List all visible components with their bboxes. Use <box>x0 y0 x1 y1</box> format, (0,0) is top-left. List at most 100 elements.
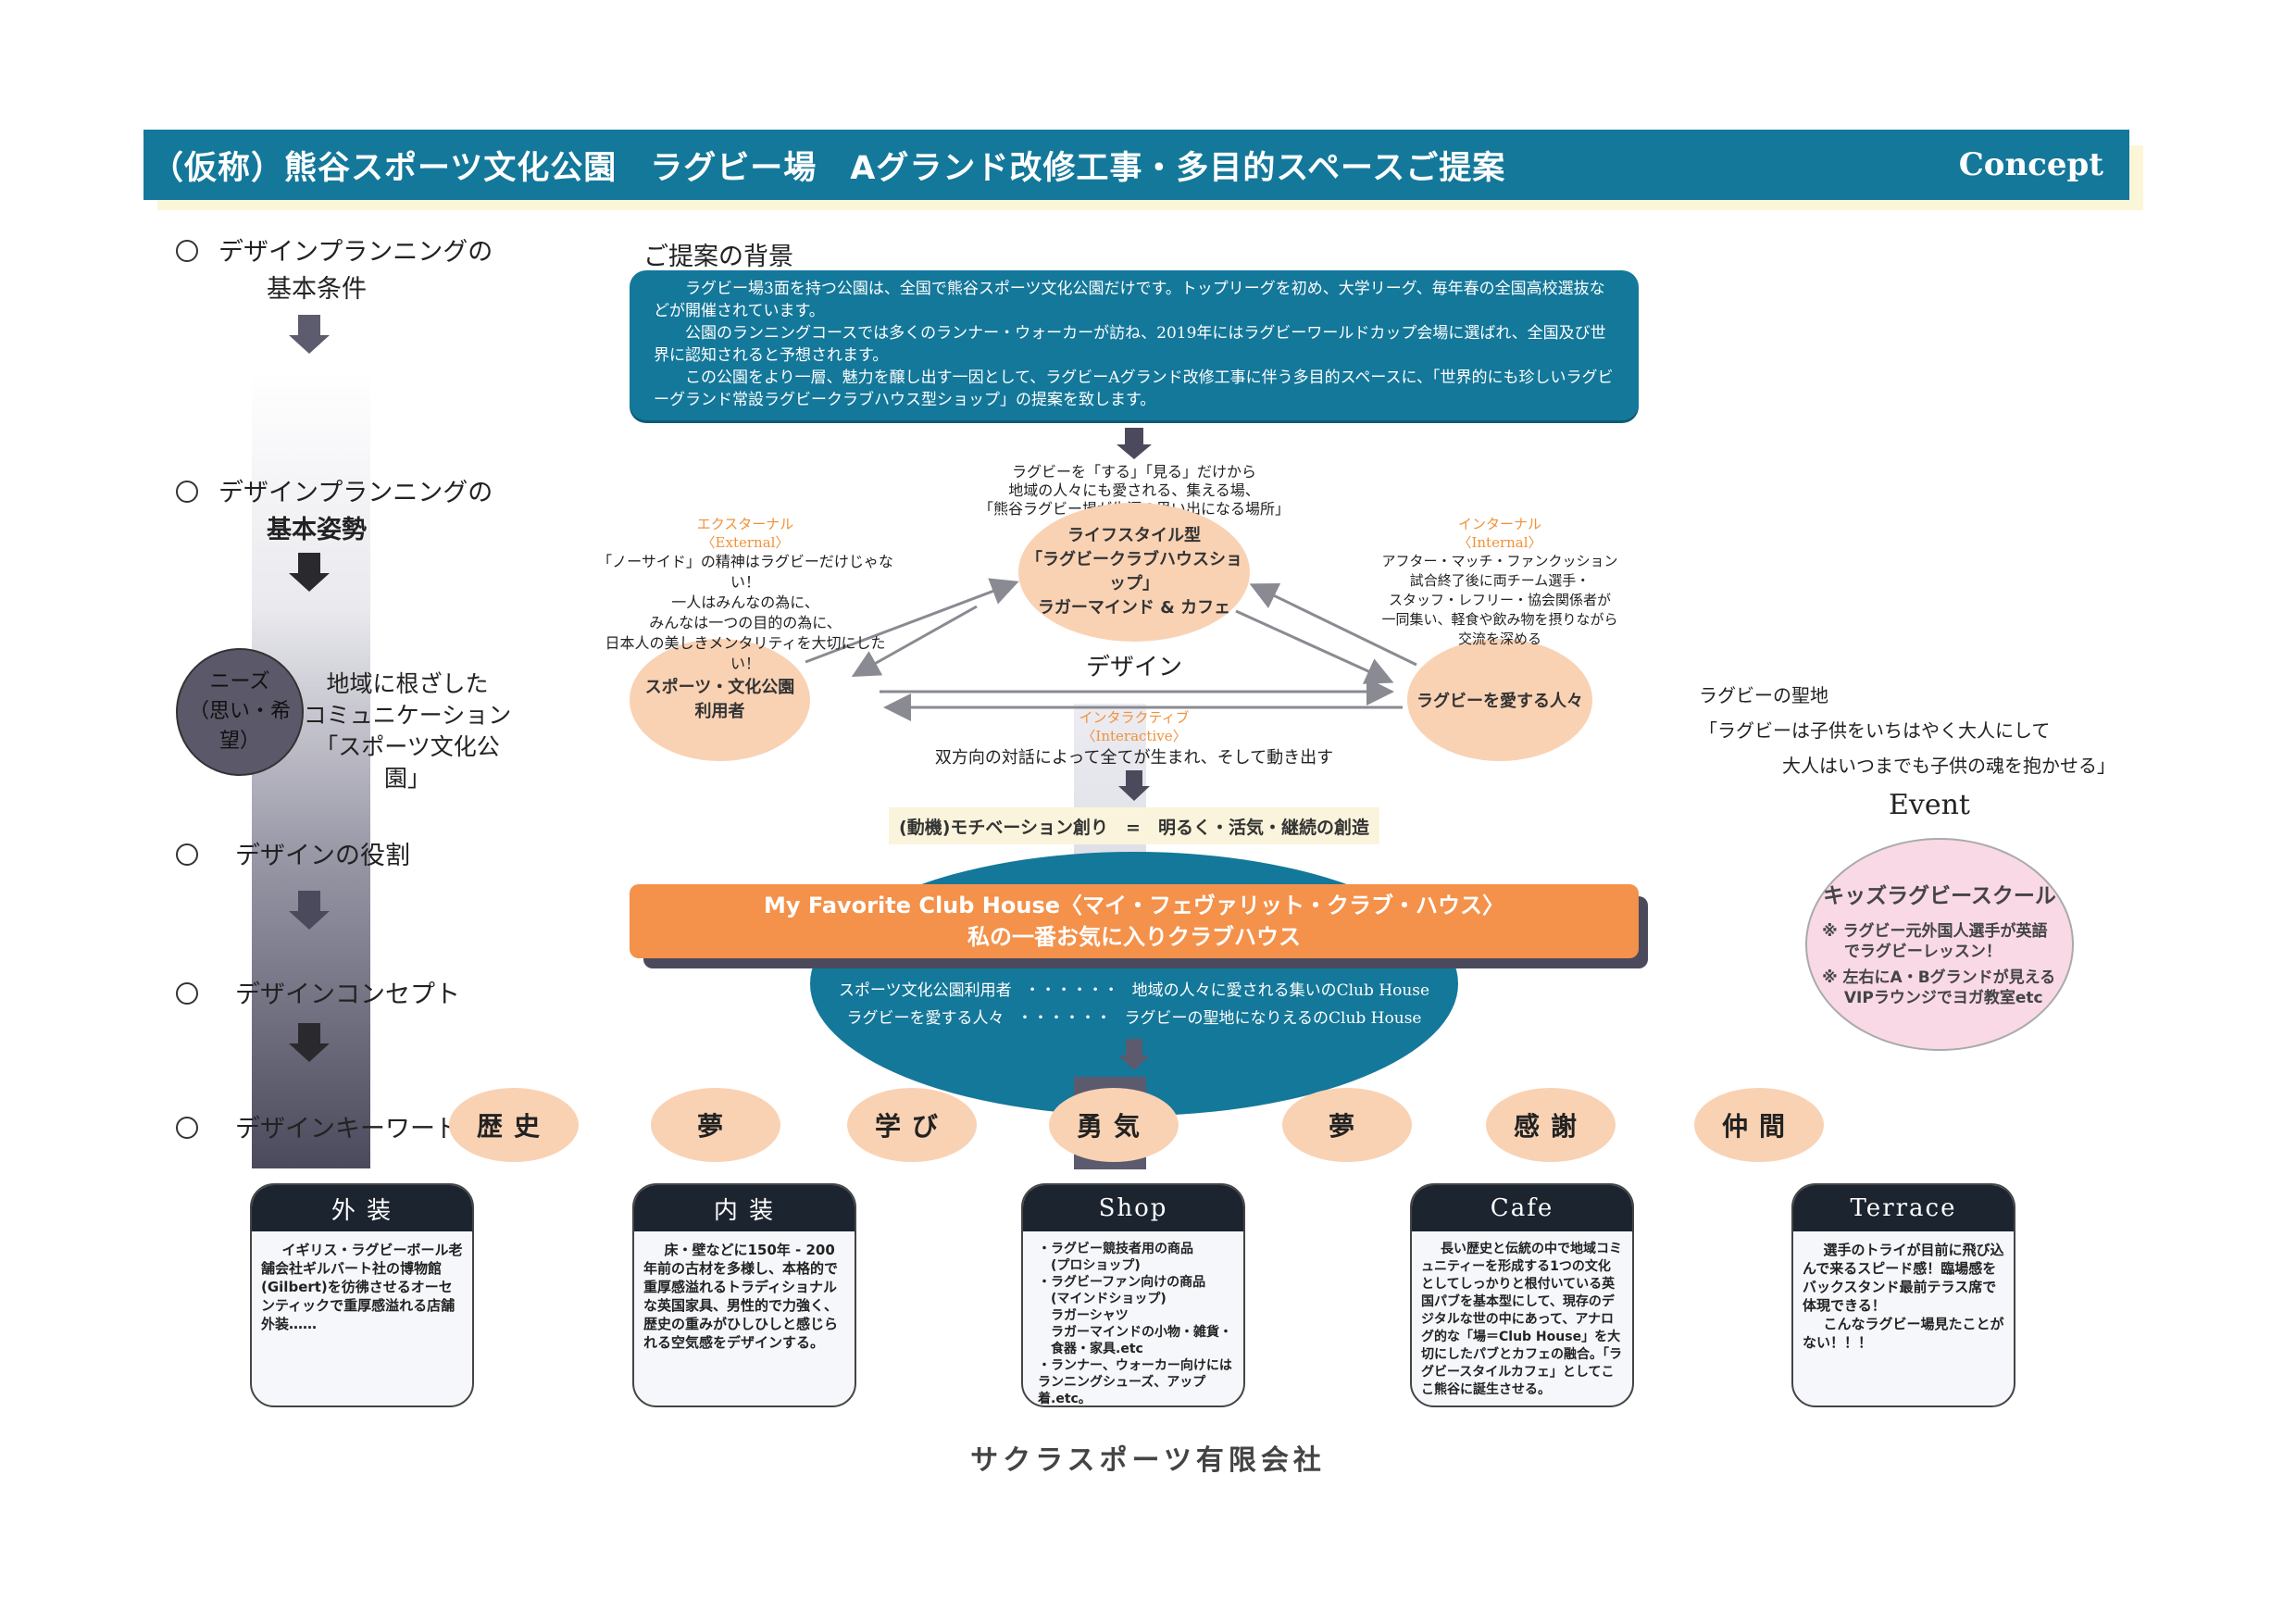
event-label: Event <box>1889 789 1970 821</box>
card-body: イギリス・ラグビーボール老舗会社ギルバート社の博物館(Gilbert)を彷彿させ… <box>252 1231 472 1343</box>
card-text: 選手のトライが目前に飛び込んで来るスピード感！臨場感をバックスタンド最前テラス席… <box>1803 1242 2004 1314</box>
background-paragraph: この公園をより一層、魅力を醸し出す一因として、ラグビーAグランド改修工事に伴う多… <box>654 369 1614 409</box>
intro-line: ラグビーを「する」「見る」だけから <box>1011 463 1256 481</box>
card-body: 長い歴史と伝統の中で地域コミュニティーを形成する1つの文化としてしっかりと根付い… <box>1412 1231 1632 1405</box>
right-node-label: ラグビーを愛する人々 <box>1416 692 1583 711</box>
card-list-item: ランニングシューズ、アップ着.etc。 <box>1038 1375 1206 1406</box>
card-body: 選手のトライが目前に飛び込んで来るスピード感！臨場感をバックスタンド最前テラス席… <box>1793 1231 2014 1361</box>
concept-band: My Favorite Club House〈マイ・フェヴァリット・クラブ・ハウ… <box>630 884 1639 958</box>
internal-title: インターナル <box>1457 516 1541 532</box>
motivation-box: (動機)モチベーション創り = 明るく・活気・継続の創造 <box>889 807 1379 844</box>
keyword-courage: 勇気 <box>1049 1088 1179 1162</box>
event-note: ※ ラグビー元外国人選手が英語でラグビーレッスン！ <box>1822 922 2048 961</box>
left-item-1-line2: 基本条件 <box>267 275 367 304</box>
card-text: こんなラグビー場見たことがない！！！ <box>1803 1316 2004 1351</box>
down-arrow-icon <box>1116 428 1153 461</box>
event-name: キッズラグビースクール <box>1823 884 2056 908</box>
card-list-item: (プロショップ) <box>1038 1258 1141 1273</box>
card-cafe: Cafe 長い歴史と伝統の中で地域コミュニティーを形成する1つの文化としてしっか… <box>1410 1183 1634 1407</box>
card-text: 長い歴史と伝統の中で地域コミュニティーを形成する1つの文化としてしっかりと根付い… <box>1421 1242 1622 1397</box>
left-item-2-line1: デザインプランニングの <box>218 479 493 507</box>
concept-title-ja: 私の一番お気に入りクラブハウス <box>967 924 1301 950</box>
left-item-5: デザインキーワード <box>176 1108 460 1144</box>
community-line-3: 「スポーツ文化公園」 <box>315 733 500 792</box>
card-list-item: ・ランナー、ウォーカー向けには <box>1038 1358 1232 1373</box>
center-node-line: 「ラグビークラブハウスショップ」 <box>1026 550 1242 593</box>
concept-detail-who: スポーツ文化公園利用者 <box>838 981 1012 1000</box>
interactive-title-en: 〈Interactive〉 <box>1081 728 1187 744</box>
card-title: Shop <box>1023 1185 1243 1231</box>
external-line: 「ノーサイド」の精神はラグビーだけじゃない！ <box>597 553 893 591</box>
circle-bullet-icon <box>176 1117 198 1139</box>
left-item-2-line2: 基本姿勢 <box>267 516 367 544</box>
card-title: Terrace <box>1793 1185 2014 1231</box>
event-bubble: キッズラグビースクール ※ ラグビー元外国人選手が英語でラグビーレッスン！ ※ … <box>1805 838 2074 1051</box>
arrow-center-to-left <box>851 605 978 677</box>
circle-bullet-icon <box>176 240 198 262</box>
concept-detail-what: ラグビーの聖地になりえるのClub House <box>1124 1009 1422 1028</box>
left-node-line: スポーツ・文化公園 <box>644 678 795 697</box>
card-title: 外 装 <box>252 1185 472 1231</box>
center-node-line: ラガーマインド & カフェ <box>1037 598 1231 618</box>
interactive-description: 双方向の対話によって全てが生まれ、そして動き出す <box>934 748 1334 768</box>
center-node: ライフスタイル型 「ラグビークラブハウスショップ」 ラガーマインド & カフェ <box>1018 503 1250 642</box>
background-paragraph: ラグビー場3面を持つ公園は、全国で熊谷スポーツ文化公園だけです。トップリーグを初… <box>654 280 1605 320</box>
down-arrow-icon <box>1117 1039 1151 1072</box>
rugby-sanctuary-text: ラグビーの聖地 「ラグビーは子供をいちはやく大人にして 大人はいつまでも子供の魂… <box>1699 678 2115 783</box>
card-exterior: 外 装 イギリス・ラグビーボール老舗会社ギルバート社の博物館(Gilbert)を… <box>250 1183 474 1407</box>
card-terrace: Terrace 選手のトライが目前に飛び込んで来るスピード感！臨場感をバックスタ… <box>1791 1183 2015 1407</box>
concept-details: スポーツ文化公園利用者・・・・・・地域の人々に愛される集いのClub House… <box>810 977 1458 1032</box>
keyword-friends: 仲間 <box>1694 1088 1824 1162</box>
card-list-item: ラガーマインドの小物・雑貨・ <box>1038 1325 1232 1340</box>
down-arrow-icon <box>1117 770 1151 802</box>
background-box: ラグビー場3面を持つ公園は、全国で熊谷スポーツ文化公園だけです。トップリーグを初… <box>630 270 1639 420</box>
circle-bullet-icon <box>176 481 198 503</box>
concept-detail-dots: ・・・・・・ <box>1017 1009 1112 1028</box>
card-shop: Shop ・ラグビー競技者用の商品 (プロショップ) ・ラグビーファン向けの商品… <box>1021 1183 1245 1407</box>
card-list-item: (マインドショップ) <box>1038 1292 1167 1306</box>
card-list-item: 食器・家具.etc <box>1038 1342 1143 1356</box>
interactive-title: インタラクティブ <box>1079 709 1190 726</box>
rugby-lovers-node: ラグビーを愛する人々 <box>1407 639 1592 761</box>
sanctuary-quote-1: 「ラグビーは子供をいちはやく大人にして <box>1699 719 2051 742</box>
needs-label: ニーズ <box>209 670 270 693</box>
needs-sublabel: （思い・希望） <box>188 700 291 753</box>
left-item-4: デザインコンセプト <box>176 974 460 1010</box>
card-text: 床・壁などに150年 - 200年前の古材を多様し、本格的で重厚感溢れるトラディ… <box>643 1242 839 1351</box>
card-body: ・ラグビー競技者用の商品 (プロショップ) ・ラグビーファン向けの商品 (マイン… <box>1023 1231 1243 1406</box>
header-bar: （仮称）熊谷スポーツ文化公園 ラグビー場 Aグランド改修工事・多目的スペースご提… <box>144 130 2129 200</box>
section-label: Concept <box>1958 146 2103 183</box>
card-list-item: ・ラグビー競技者用の商品 <box>1038 1242 1193 1256</box>
internal-line: スタッフ・レフリー・協会関係者が <box>1388 592 1611 608</box>
keyword-learning: 学び <box>847 1088 977 1162</box>
background-label: ご提案の背景 <box>643 243 793 271</box>
left-item-4-label: デザインコンセプト <box>235 981 460 1009</box>
card-list-item: ・ラグビーファン向けの商品 <box>1038 1275 1206 1290</box>
card-interior: 内 装 床・壁などに150年 - 200年前の古材を多様し、本格的で重厚感溢れる… <box>632 1183 856 1407</box>
internal-line: 一同集い、軽食や飲み物を摂りながら <box>1381 611 1618 628</box>
down-arrow-icon <box>289 891 330 930</box>
event-note: ※ 左右にA・Bグランドが見えるVIPラウンジでヨガ教室etc <box>1822 968 2056 1007</box>
left-node-line: 利用者 <box>694 702 745 721</box>
keyword-gratitude: 感謝 <box>1486 1088 1616 1162</box>
internal-text: インターナル 〈Internal〉 アフター・マッチ・ファンクッション 試合終了… <box>1352 515 1648 649</box>
card-body: 床・壁などに150年 - 200年前の古材を多様し、本格的で重厚感溢れるトラディ… <box>634 1231 855 1361</box>
keyword-dream: 夢 <box>1282 1088 1412 1162</box>
external-text: エクスターナル 〈External〉 「ノーサイド」の精神はラグビーだけじゃない… <box>593 515 898 674</box>
internal-line: 交流を深める <box>1457 631 1541 647</box>
community-line-2: コミュニケーション <box>303 702 512 729</box>
concept-title-en: My Favorite Club House〈マイ・フェヴァリット・クラブ・ハウ… <box>763 893 1505 918</box>
design-label: デザイン <box>1085 654 1182 681</box>
concept-detail-dots: ・・・・・・ <box>1024 981 1119 1000</box>
sanctuary-title: ラグビーの聖地 <box>1699 684 1828 706</box>
arrow-center-to-right <box>1235 609 1394 684</box>
card-title: 内 装 <box>634 1185 855 1231</box>
needs-circle: ニーズ （思い・希望） <box>176 648 304 776</box>
left-item-5-label: デザインキーワード <box>235 1115 460 1143</box>
left-item-2: デザインプランニングの <box>176 472 493 508</box>
down-arrow-icon <box>289 553 330 592</box>
community-text: 地域に根ざした コミュニケーション 「スポーツ文化公園」 <box>301 668 514 794</box>
concept-detail-row: ラグビーを愛する人々・・・・・・ラグビーの聖地になりえるのClub House <box>810 1005 1458 1032</box>
left-item-1: デザインプランニングの <box>176 231 493 268</box>
